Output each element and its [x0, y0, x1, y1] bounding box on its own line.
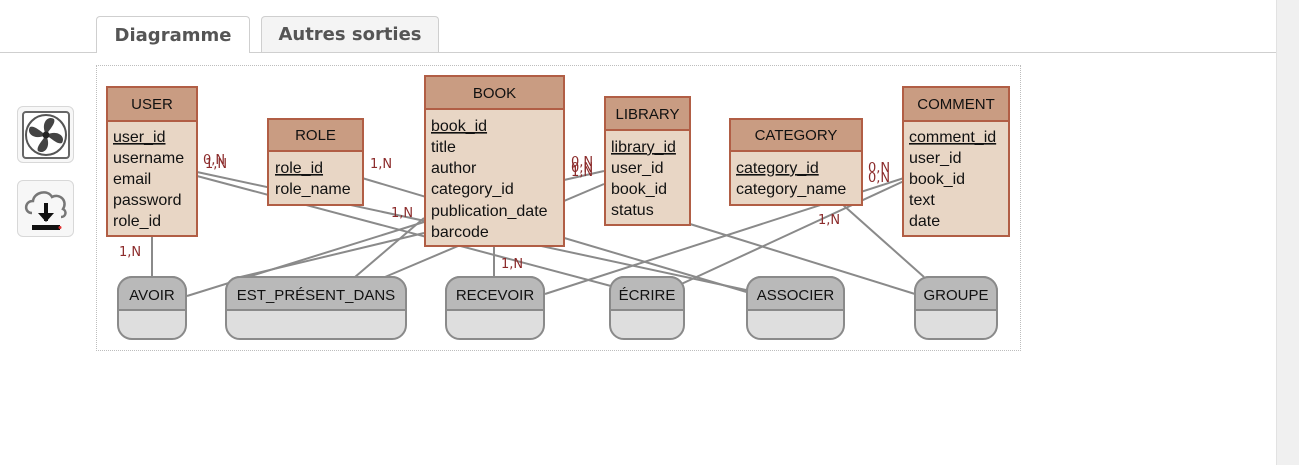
right-scrollbar-area[interactable] [1276, 0, 1299, 465]
entity-attribute: status [611, 202, 654, 219]
cardinality-label: 1,N [391, 206, 413, 221]
cloud-download-icon [24, 190, 67, 230]
entity-attribute: book_id [611, 181, 667, 198]
association-associer[interactable]: ASSOCIER [746, 276, 845, 340]
entity-attribute: category_id [431, 181, 514, 198]
diagram-canvas [96, 65, 1021, 351]
cardinality-label: 0,N [868, 171, 890, 186]
entity-title: BOOK [473, 85, 516, 102]
cardinality-label: 0,N [571, 161, 593, 176]
entity-attribute: text [909, 192, 935, 209]
cardinality-label: 1,N [818, 213, 840, 228]
cardinality-label: 0,N [203, 153, 225, 168]
cardinality-label: 1,N [501, 257, 523, 272]
entity-attribute: library_id [611, 139, 676, 156]
entity-user[interactable]: USER user_id username email password rol… [106, 86, 198, 237]
entity-attribute: user_id [113, 129, 165, 146]
association-name: RECEVOIR [456, 287, 535, 304]
association-ecrire[interactable]: ÉCRIRE [609, 276, 685, 340]
entity-attribute: role_id [113, 213, 161, 230]
entity-title: ROLE [295, 127, 336, 144]
entity-title: CATEGORY [755, 127, 838, 144]
entity-role[interactable]: ROLE role_id role_name [267, 118, 364, 206]
entity-title: LIBRARY [616, 106, 680, 123]
association-avoir[interactable]: AVOIR [117, 276, 187, 340]
entity-attribute: author [431, 160, 477, 177]
entity-attribute: publication_date [431, 203, 548, 220]
association-groupe[interactable]: GROUPE [914, 276, 998, 340]
fan-button[interactable] [17, 106, 74, 163]
tab-diagramme[interactable]: Diagramme [96, 16, 250, 53]
entity-attribute: role_name [275, 181, 351, 198]
entity-attribute: email [113, 171, 151, 188]
association-name: GROUPE [923, 287, 988, 304]
tab-autres-sorties[interactable]: Autres sorties [261, 16, 439, 52]
entity-attribute: role_id [275, 160, 323, 177]
entity-attribute: date [909, 213, 940, 230]
entity-attribute: barcode [431, 224, 489, 241]
cardinality-label: 0,N [571, 155, 593, 170]
association-name: ASSOCIER [757, 287, 835, 304]
association-name: ÉCRIRE [619, 287, 676, 304]
entity-attribute: book_id [431, 118, 487, 135]
association-name: EST_PRÉSENT_DANS [237, 287, 395, 304]
cardinality-label: 1,N [571, 165, 593, 180]
download-button[interactable] [17, 180, 74, 237]
entity-title: COMMENT [917, 96, 995, 113]
entity-library[interactable]: LIBRARY library_id user_id book_id statu… [604, 96, 691, 226]
cardinality-label: 1,N [370, 157, 392, 172]
entity-attribute: username [113, 150, 184, 167]
cardinality-labels: 1,N 0,N 1,N 1,N 1,N 1,N 0,N 0,N 1,N 1,N … [119, 153, 890, 272]
cardinality-label: 1,N [205, 157, 227, 172]
tabs-divider [0, 52, 1276, 53]
entity-attribute: title [431, 139, 456, 156]
entity-attribute: category_id [736, 160, 819, 177]
entity-attribute: user_id [909, 150, 961, 167]
entity-comment[interactable]: COMMENT comment_id user_id book_id text … [902, 86, 1010, 237]
entity-attribute: comment_id [909, 129, 996, 146]
association-recevoir[interactable]: RECEVOIR [445, 276, 545, 340]
association-name: AVOIR [129, 287, 175, 304]
entity-category[interactable]: CATEGORY category_id category_name [729, 118, 863, 206]
entity-book[interactable]: BOOK book_id title author category_id pu… [424, 75, 565, 247]
entity-attribute: user_id [611, 160, 663, 177]
cardinality-label: 1,N [119, 245, 141, 260]
entity-attribute: category_name [736, 181, 846, 198]
entity-attribute: book_id [909, 171, 965, 188]
cardinality-label: 0,N [868, 161, 890, 176]
entity-attribute: password [113, 192, 181, 209]
entity-title: USER [131, 96, 173, 113]
fan-icon [21, 110, 70, 159]
association-est-present-dans[interactable]: EST_PRÉSENT_DANS [225, 276, 407, 340]
